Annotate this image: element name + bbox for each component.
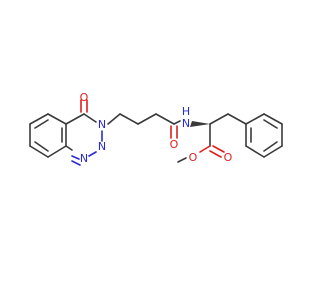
benzo-ring — [29, 113, 67, 158]
ester-carbonyl-oxygen-label: O — [224, 151, 233, 164]
n1-nitrogen-label: N — [80, 152, 88, 165]
molecule-diagram: O N N N O H N O O — [29, 91, 283, 166]
triazinone-ring — [65, 99, 103, 166]
ketone-oxygen-label: O — [80, 91, 89, 104]
butanoyl-chain — [107, 113, 181, 139]
phenylalanine-ester — [177, 113, 247, 163]
amide-oxygen-label: O — [170, 138, 179, 151]
chemical-structure-canvas: O N N N O H N O O — [29, 91, 283, 166]
ester-ether-oxygen-label: O — [189, 151, 198, 164]
amide-nh-hydrogen-label: H — [182, 105, 190, 118]
stereocenter-wedge — [190, 121, 210, 127]
n2-nitrogen-label: N — [98, 140, 106, 153]
amide-nitrogen-label: N — [182, 117, 190, 130]
phenyl-ring — [245, 113, 283, 158]
atom-labels: O N N N O H N O O — [80, 91, 233, 165]
n3-nitrogen-label: N — [98, 118, 106, 131]
